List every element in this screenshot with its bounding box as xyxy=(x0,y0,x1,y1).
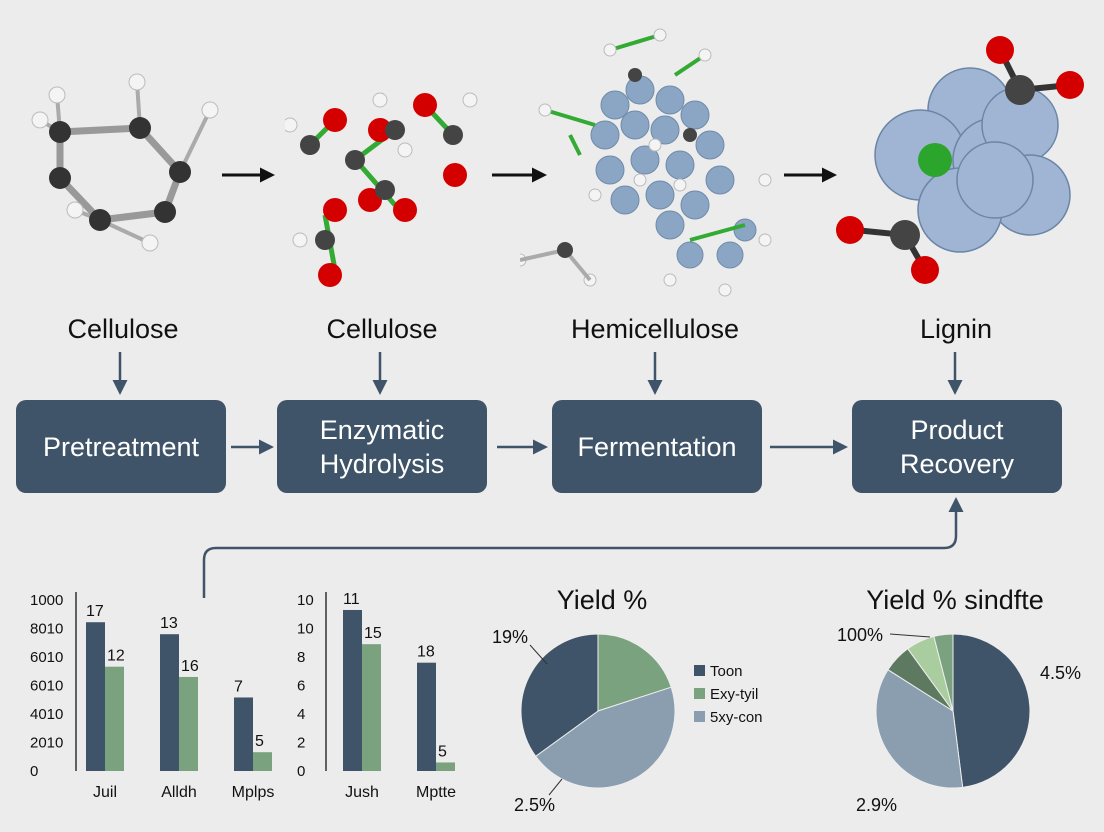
molecule-label-3: Hemicellulose xyxy=(570,314,740,344)
stage-product-recovery: Product Recovery xyxy=(852,400,1062,493)
cellulose-fragments-illustration xyxy=(285,92,478,287)
chart2-ytick-label: 10 xyxy=(297,592,314,609)
hemicellulose-cluster-illustration xyxy=(520,28,772,297)
chart2-bar-value-label: 11 xyxy=(343,591,360,608)
chart1-bar-value-label: 5 xyxy=(255,733,264,750)
cellulose-molecule-illustration xyxy=(31,73,219,252)
chart1-bar xyxy=(253,752,272,771)
chart3-annotation-leader xyxy=(529,644,548,665)
chart2-bar-value-label: 15 xyxy=(364,625,382,642)
chart1-ytick-label: 8010 xyxy=(30,621,63,638)
chart4-annotation: 100% xyxy=(837,625,883,645)
chart1-bar-value-label: 16 xyxy=(181,658,199,675)
chart1-bar-value-label: 12 xyxy=(107,648,125,665)
chart2-ytick-label: 2 xyxy=(297,735,305,752)
chart1-ytick-label: 1000 xyxy=(30,592,63,609)
chart1-bar-value-label: 17 xyxy=(86,603,104,620)
chart1-bar xyxy=(86,622,105,771)
molecule-label-4: Lignin xyxy=(919,314,993,344)
chart4-pie-slice xyxy=(952,633,1031,788)
chart3-legend-label: 5xy-con xyxy=(710,709,763,726)
chart1-ytick-label: 2010 xyxy=(30,735,63,752)
chart2-ytick-label: 0 xyxy=(297,763,305,780)
chart2-bar xyxy=(362,644,381,771)
chart4-annotation-leader xyxy=(889,633,931,638)
chart2-category-label: Mptte xyxy=(416,784,456,801)
chart1-bar xyxy=(105,666,124,771)
chart3-annotation-leader xyxy=(548,778,563,796)
chart3-pie-slice xyxy=(520,633,599,757)
stage-enzymatic-hydrolysis: Enzymatic Hydrolysis xyxy=(277,400,487,493)
chart2-bar xyxy=(436,762,455,771)
chart2-ytick-label: 6 xyxy=(297,678,305,695)
chart3-annotation: 2.5% xyxy=(514,795,555,815)
stage-pretreatment: Pretreatment xyxy=(16,400,226,493)
chart2-bar xyxy=(343,609,362,771)
chart1-bar xyxy=(179,676,198,771)
lignin-sphere-illustration xyxy=(836,36,1084,284)
chart1-ytick-label: 6010 xyxy=(30,678,63,695)
chart2-ytick-label: 4 xyxy=(297,706,305,723)
molecule-label-1: Cellulose xyxy=(67,314,179,344)
chart1-ytick-label: 0 xyxy=(30,763,38,780)
molecule-label-2: Cellulose xyxy=(326,314,438,344)
stage-fermentation: Fermentation xyxy=(552,400,762,493)
chart1-bar xyxy=(160,634,179,771)
chart3-legend-swatch xyxy=(694,688,705,699)
chart4-annotation: 2.9% xyxy=(856,795,897,815)
chart2-ytick-label: 10 xyxy=(297,621,314,638)
chart4-annotation: 4.5% xyxy=(1040,663,1081,683)
chart4-pie-slice xyxy=(933,633,954,712)
chart1-bar-value-label: 7 xyxy=(234,678,243,695)
chart4-title: Yield % sindfte xyxy=(866,585,1044,615)
chart1-bar-value-label: 13 xyxy=(160,615,178,632)
chart1-bar xyxy=(234,697,253,771)
chart3-legend-label: Exy-tyil xyxy=(710,686,758,703)
chart1-ytick-label: 4010 xyxy=(30,706,63,723)
chart3-pie-slice xyxy=(597,633,672,712)
chart1-category-label: Alldh xyxy=(161,784,197,801)
feedback-connector xyxy=(202,497,964,598)
chart4-pie-slice xyxy=(875,669,964,789)
chart2-category-label: Jush xyxy=(345,784,379,801)
chart3-pie-slice xyxy=(535,686,676,789)
chart1-category-label: Juil xyxy=(93,784,117,801)
chart2-bar-value-label: 5 xyxy=(438,743,447,760)
chart3-legend-label: Toon xyxy=(710,663,743,680)
chart3-legend-swatch xyxy=(694,711,705,722)
chart1-category-label: Mplps xyxy=(232,784,275,801)
chart3-legend-swatch xyxy=(694,665,705,676)
chart3-title: Yield % xyxy=(557,585,648,615)
chart2-ytick-label: 8 xyxy=(297,649,305,666)
chart2-bar xyxy=(417,662,436,771)
chart3-annotation: 19% xyxy=(492,627,528,647)
chart2-bar-value-label: 18 xyxy=(417,644,435,661)
chart1-ytick-label: 6010 xyxy=(30,649,63,666)
